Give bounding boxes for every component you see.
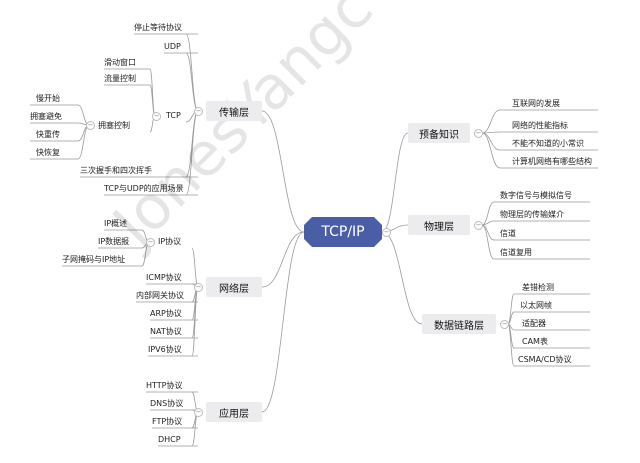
node-performance-metrics[interactable]: 网络的性能指标 [512,121,568,130]
link-transport-handshake [185,110,199,178]
node-fast-recovery[interactable]: 快恢复 [36,148,60,157]
node-error-detection[interactable]: 差错检测 [522,283,554,292]
link-prereq-0 [481,109,501,134]
link-root-datalink [381,231,423,325]
link-transport-udp [185,52,199,112]
root-node[interactable]: TCP/IP [304,217,382,247]
node-physical-layer[interactable]: 物理层 [408,215,470,235]
node-transmission-media[interactable]: 物理层的传输媒介 [500,210,564,219]
node-arp[interactable]: ARP协议 [150,309,182,318]
link-root-application [261,231,305,413]
collapse-toggle[interactable]: − [474,221,483,230]
link-root-transport [261,110,305,233]
node-igp[interactable]: 内部网关协议 [136,291,184,300]
collapse-toggle[interactable]: − [194,408,203,417]
link-datalink-4 [507,323,515,367]
link-prereq-2 [481,132,501,151]
link-network-ipv6 [191,286,199,357]
node-slow-start[interactable]: 慢开始 [36,94,60,103]
link-root-prerequisite [381,132,409,233]
node-icmp[interactable]: ICMP协议 [146,273,182,282]
node-handshake[interactable]: 三次握手和四次挥手 [80,166,152,175]
node-http[interactable]: HTTP协议 [146,381,183,390]
collapse-toggle[interactable]: − [146,238,155,247]
node-ftp[interactable]: FTP协议 [152,417,183,426]
link-physical-1 [481,220,495,226]
node-network-structures[interactable]: 计算机网络有哪些结构 [512,157,592,166]
link-transport-stop [185,33,199,112]
collapse-toggle[interactable]: − [86,121,95,130]
node-ethernet-frame[interactable]: 以太网帧 [520,301,552,310]
node-tcp[interactable]: TCP [166,111,181,120]
collapse-toggle[interactable]: − [194,283,203,292]
node-congestion-avoidance[interactable]: 拥塞避免 [30,112,62,121]
node-csma-cd[interactable]: CSMA/CD协议 [518,355,572,364]
link-app-dhcp [191,411,199,447]
node-digital-analog-signal[interactable]: 数字信号与模拟信号 [500,191,572,200]
node-congestion-control[interactable]: 拥塞控制 [98,121,130,130]
node-subnet-mask[interactable]: 子网掩码与IP地址 [62,255,126,264]
collapse-toggle[interactable]: − [500,320,509,329]
node-datalink-layer[interactable]: 数据链路层 [422,314,496,334]
node-cam-table[interactable]: CAM表 [522,337,548,346]
node-ip-overview[interactable]: IP概述 [104,219,128,228]
node-udp[interactable]: UDP [164,42,181,51]
node-ip-datagram[interactable]: IP数据报 [98,237,130,246]
node-internet-history[interactable]: 互联网的发展 [512,99,560,108]
link-root-network [261,231,305,288]
node-dns[interactable]: DNS协议 [150,399,184,408]
node-prerequisite[interactable]: 预备知识 [408,123,470,143]
link-transport-scenarios [185,110,199,196]
node-dhcp[interactable]: DHCP [158,435,181,444]
link-network-ip [191,247,199,288]
node-network-layer[interactable]: 网络层 [206,277,262,297]
node-channel[interactable]: 信道 [500,229,516,238]
collapse-toggle[interactable]: − [194,107,203,116]
link-prereq-3 [481,132,501,169]
node-channel-multiplexing[interactable]: 信道复用 [500,248,532,257]
collapse-toggle[interactable]: − [474,129,483,138]
node-ipv6[interactable]: IPV6协议 [148,345,182,354]
collapse-toggle[interactable]: − [382,228,391,237]
node-application-layer[interactable]: 应用层 [206,402,262,422]
node-ip-protocol[interactable]: IP协议 [158,237,182,246]
node-sliding-window[interactable]: 滑动窗口 [104,58,136,67]
node-tcp-udp-scenarios[interactable]: TCP与UDP的应用场景 [104,184,184,193]
link-congestion-fast-rec [77,124,90,160]
link-physical-2 [481,224,495,241]
node-nat[interactable]: NAT协议 [150,327,182,336]
node-common-knowledge[interactable]: 不能不知道的小常识 [512,139,584,148]
node-flow-control[interactable]: 流量控制 [104,74,136,83]
collapse-toggle[interactable]: − [152,112,161,121]
node-stop-and-wait[interactable]: 停止等待协议 [134,23,182,32]
link-physical-0 [481,201,495,226]
link-physical-3 [481,224,495,260]
node-transport-layer[interactable]: 传输层 [206,101,262,121]
link-tcp-sliding [149,68,156,117]
node-fast-retransmit[interactable]: 快重传 [36,130,60,139]
node-adapter[interactable]: 适配器 [522,319,546,328]
